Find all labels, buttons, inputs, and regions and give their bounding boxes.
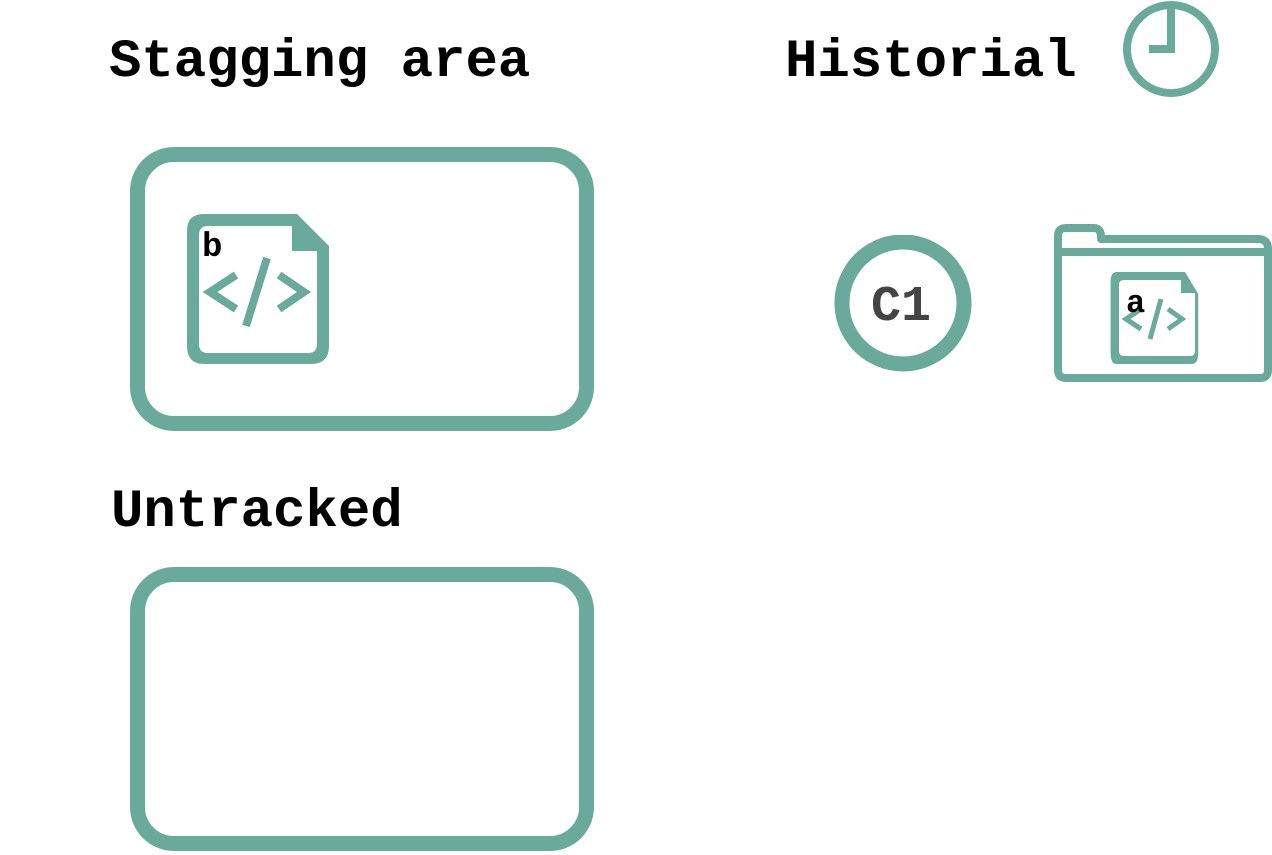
file-label: b	[202, 229, 222, 267]
untracked-panel	[130, 567, 594, 851]
staging-area-title: Stagging area	[109, 32, 531, 93]
clock-face	[1123, 1, 1219, 97]
commit-label: C1	[871, 279, 931, 336]
clock-hands	[1149, 8, 1175, 53]
code-symbol	[202, 256, 312, 328]
commit-circle-icon	[834, 235, 972, 372]
commit-c1[interactable]: C1	[833, 235, 973, 373]
history-title: Historial	[785, 32, 1077, 93]
commit-snapshot-folder[interactable]: a	[1052, 222, 1272, 386]
clock-icon	[1123, 1, 1219, 97]
snapshot-file-a[interactable]: a	[1110, 272, 1199, 364]
staging-file-b[interactable]: b	[186, 213, 330, 365]
file-label: a	[1126, 285, 1145, 322]
code-symbol	[1121, 298, 1187, 340]
untracked-title: Untracked	[111, 482, 403, 543]
folder-icon	[1054, 224, 1272, 382]
